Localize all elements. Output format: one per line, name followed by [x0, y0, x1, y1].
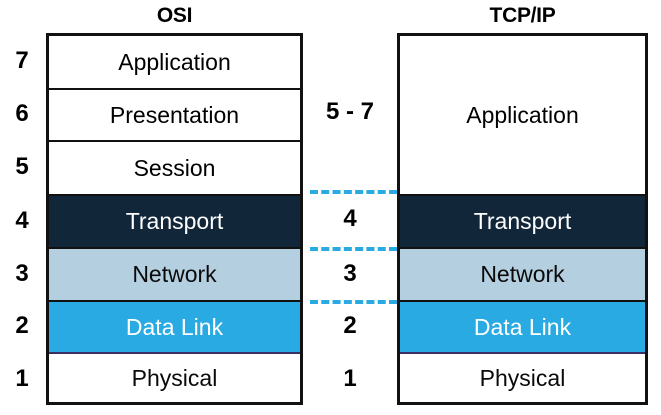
- tcpip-column-title: TCP/IP: [489, 4, 556, 27]
- osi-layer-number-6: 6: [15, 100, 29, 127]
- osi-layer-physical-label: Physical: [131, 364, 218, 391]
- osi-layer-network-label: Network: [132, 261, 217, 287]
- tcpip-layer-application: Application: [400, 36, 645, 194]
- tcpip-layer-network: Network: [400, 247, 645, 300]
- tcpip-layer-physical-label: Physical: [479, 364, 566, 391]
- osi-layer-number-2: 2: [15, 312, 29, 339]
- osi-layer-number-3: 3: [15, 259, 29, 287]
- tcpip-layer-transport-label: Transport: [473, 208, 572, 234]
- osi-layer-session: Session: [49, 140, 300, 194]
- osi-layer-number-1: 1: [15, 364, 29, 392]
- dashed-divider-lower: [310, 300, 397, 304]
- osi-stack: Application Presentation Session Transpo…: [46, 33, 303, 405]
- osi-layer-transport: Transport: [49, 194, 300, 247]
- tcpip-stack: Application Transport Network Data Link …: [397, 33, 648, 405]
- osi-layer-number-7: 7: [15, 46, 29, 74]
- mapping-label-1: 1: [343, 364, 357, 392]
- osi-layer-physical: Physical: [49, 352, 300, 402]
- osi-layer-presentation: Presentation: [49, 88, 300, 140]
- osi-layer-presentation-label: Presentation: [109, 101, 240, 128]
- osi-layer-application: Application: [49, 36, 300, 88]
- osi-column-title: OSI: [156, 4, 193, 27]
- tcpip-layer-data-link: Data Link: [400, 300, 645, 352]
- dashed-divider-middle: [310, 247, 397, 251]
- mapping-label-3: 3: [343, 259, 357, 287]
- osi-layer-transport-label: Transport: [125, 208, 224, 234]
- osi-layer-number-5: 5: [15, 153, 29, 180]
- mapping-label-4: 4: [343, 204, 357, 232]
- mapping-label-2: 2: [343, 312, 357, 339]
- dashed-divider-upper: [310, 190, 397, 194]
- osi-layer-number-4: 4: [15, 206, 29, 234]
- tcpip-layer-transport: Transport: [400, 194, 645, 247]
- tcpip-layer-network-label: Network: [480, 261, 565, 287]
- osi-layer-application-label: Application: [118, 48, 231, 75]
- tcpip-layer-application-label: Application: [466, 101, 579, 128]
- osi-layer-data-link: Data Link: [49, 300, 300, 352]
- osi-layer-data-link-label: Data Link: [125, 313, 224, 340]
- mapping-label-5-7: 5 - 7: [325, 97, 375, 125]
- osi-layer-network: Network: [49, 247, 300, 300]
- osi-layer-session-label: Session: [133, 154, 216, 181]
- tcpip-layer-physical: Physical: [400, 352, 645, 402]
- tcpip-layer-data-link-label: Data Link: [473, 313, 572, 340]
